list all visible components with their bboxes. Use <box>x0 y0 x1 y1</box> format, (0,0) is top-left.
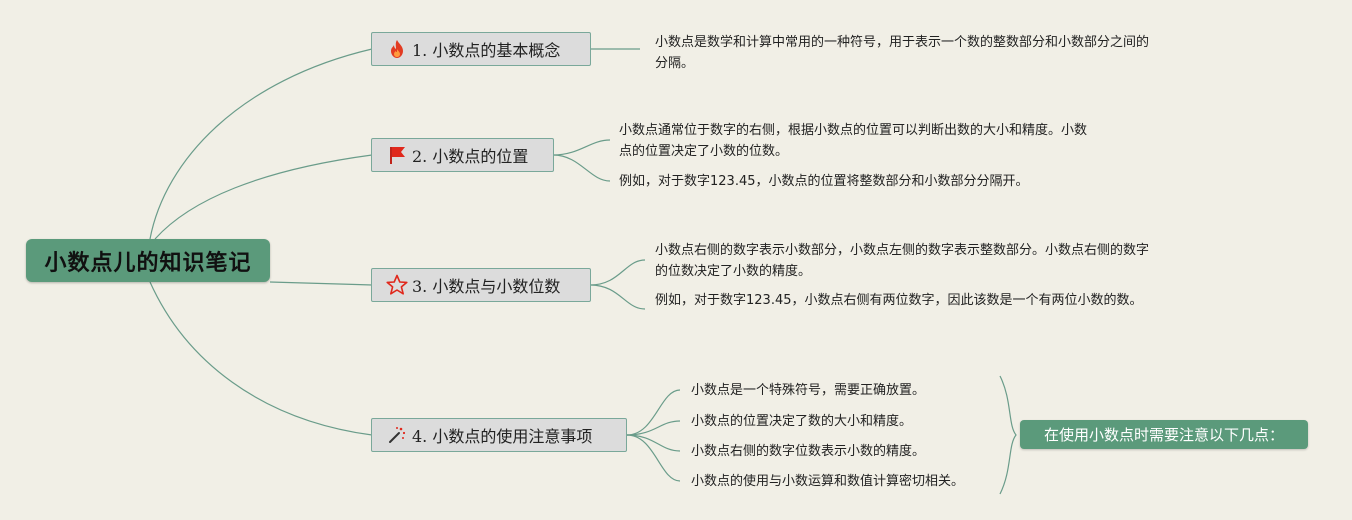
connector-root-topic-3 <box>269 281 373 286</box>
connector-topic4-leaf2 <box>626 420 681 436</box>
connector-root-topic-2 <box>154 154 373 240</box>
summary-bracket <box>999 375 1017 495</box>
leaf-topic4-2[interactable]: 小数点的位置决定了数的大小和精度。 <box>691 414 913 429</box>
star-icon <box>386 274 408 296</box>
connector-topic2-leaf1 <box>552 139 611 156</box>
leaf-topic1[interactable]: 小数点是数学和计算中常用的一种符号，用于表示一个数的整数部分和小数部分之间的分隔… <box>655 35 1150 71</box>
leaf-topic4-1[interactable]: 小数点是一个特殊符号，需要正确放置。 <box>691 383 926 398</box>
root-topic[interactable]: 小数点儿的知识笔记 <box>26 239 270 282</box>
leaf-topic2-1[interactable]: 小数点通常位于数字的右侧，根据小数点的位置可以判断出数的大小和精度。小数点的位置… <box>619 123 1088 159</box>
connector-topic4-leaf1 <box>626 389 681 436</box>
connector-topic2-leaf2 <box>552 154 611 182</box>
fire-icon <box>386 38 408 60</box>
connector-root-topic-1 <box>149 48 373 240</box>
leaf-topic2-2[interactable]: 例如，对于数字123.45，小数点的位置将整数部分和小数部分分隔开。 <box>619 174 1029 189</box>
topic-usage-notes[interactable]: 4. 小数点的使用注意事项 <box>371 418 627 452</box>
summary-label[interactable]: 在使用小数点时需要注意以下几点： <box>1020 420 1308 449</box>
leaf-topic3-1[interactable]: 小数点右侧的数字表示小数部分，小数点左侧的数字表示整数部分。小数点右侧的数字的位… <box>655 243 1150 279</box>
topic-label: 3. 小数点与小数位数 <box>412 277 561 296</box>
leaf-topic4-3[interactable]: 小数点右侧的数字位数表示小数的精度。 <box>691 444 926 459</box>
topic-position[interactable]: 2. 小数点的位置 <box>371 138 554 172</box>
flag-icon <box>386 144 408 166</box>
topic-basic-concept[interactable]: 1. 小数点的基本概念 <box>371 32 591 66</box>
connector-topic3-leaf2 <box>589 284 646 310</box>
topic-label: 2. 小数点的位置 <box>412 147 529 166</box>
topic-label: 4. 小数点的使用注意事项 <box>412 427 593 446</box>
leaf-topic4-4[interactable]: 小数点的使用与小数运算和数值计算密切相关。 <box>691 474 965 489</box>
connector-topic4-leaf4 <box>626 434 681 482</box>
connector-topic4-leaf3 <box>626 434 681 452</box>
leaf-topic3-2[interactable]: 例如，对于数字123.45，小数点右侧有两位数字，因此该数是一个有两位小数的数。 <box>655 293 1143 308</box>
topic-label: 1. 小数点的基本概念 <box>412 41 561 60</box>
magic-wand-icon <box>386 424 408 446</box>
topic-decimal-places[interactable]: 3. 小数点与小数位数 <box>371 268 591 302</box>
connector-root-topic-4 <box>149 281 373 436</box>
connector-topic3-leaf1 <box>589 259 646 286</box>
